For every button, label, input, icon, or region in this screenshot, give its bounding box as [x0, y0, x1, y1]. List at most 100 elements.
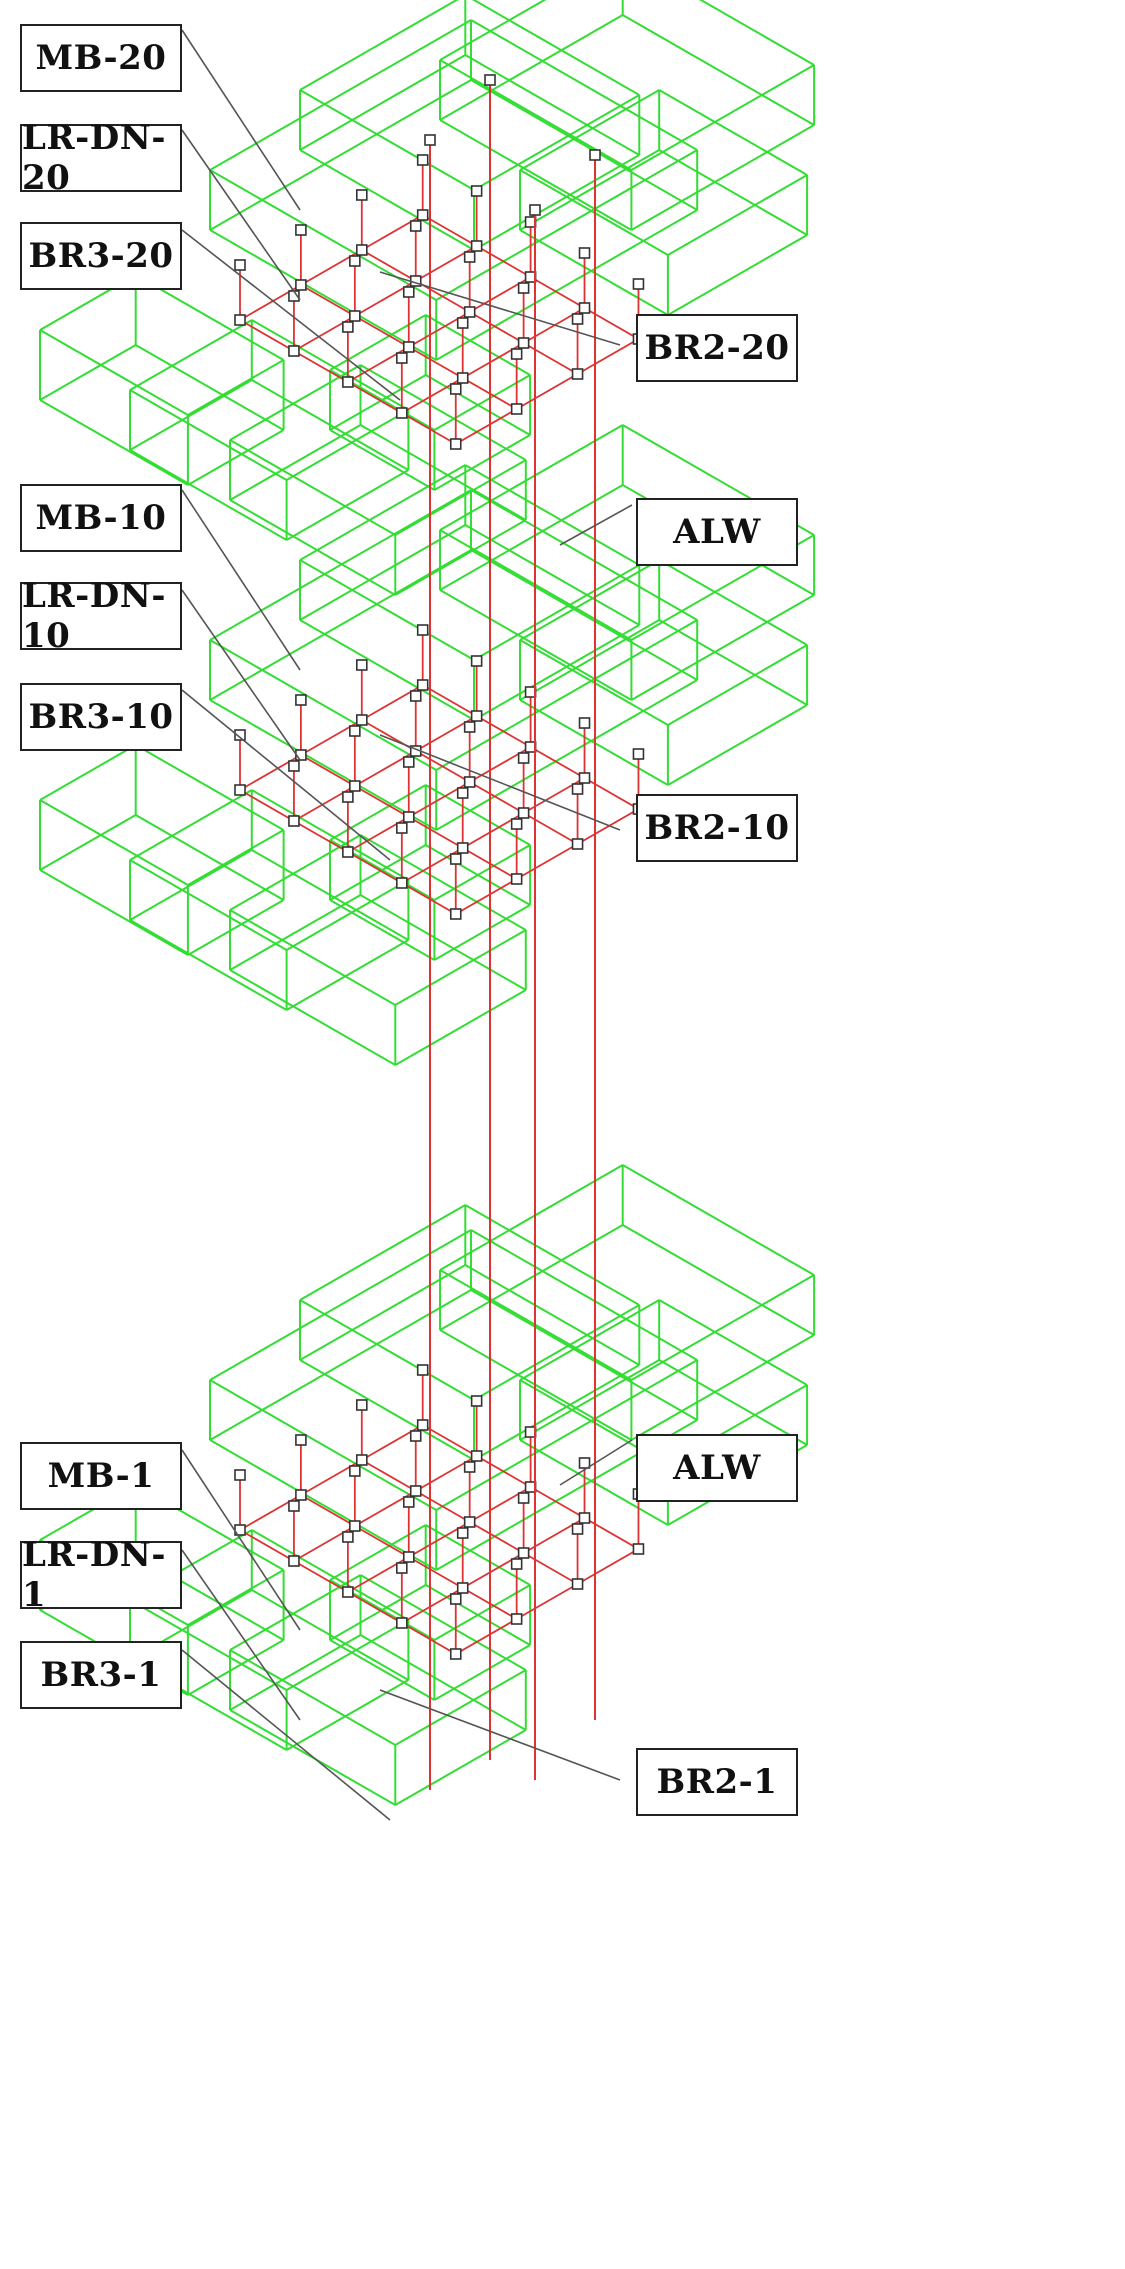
sensor-node: [578, 1457, 591, 1469]
room-box: [470, 19, 698, 151]
sensor-node: [470, 240, 483, 252]
sensor-node: [355, 714, 368, 726]
label-br2-10: BR2-10: [636, 794, 798, 862]
sensor-node: [510, 818, 523, 830]
sensor-node: [349, 1520, 361, 1532]
sensor-node: [409, 1430, 422, 1442]
room-box: [435, 209, 698, 361]
room-box: [299, 524, 466, 621]
leader-line: [181, 489, 301, 671]
room-box: [658, 1299, 808, 1386]
sensor-link: [408, 346, 464, 379]
room-box: [519, 699, 669, 786]
room-box: [425, 784, 531, 846]
sensor-node: [571, 783, 584, 795]
sensor-link: [354, 315, 410, 348]
room-box: [473, 1364, 640, 1461]
sensor-node: [355, 659, 368, 671]
sensor-node: [288, 1555, 300, 1567]
room-box: [187, 1569, 285, 1626]
room-box: [39, 329, 189, 416]
sensor-link: [584, 307, 639, 340]
sensor-node: [295, 1489, 307, 1501]
room-box: [519, 639, 669, 726]
sensor-node: [295, 279, 307, 291]
sensor-link: [354, 1525, 410, 1558]
room-box: [129, 859, 288, 951]
sensor-node: [632, 1543, 645, 1555]
sensor-node: [234, 784, 246, 796]
room-box: [229, 894, 361, 971]
room-box: [519, 559, 660, 641]
sensor-link: [239, 1529, 295, 1562]
room-box: [425, 314, 531, 376]
sensor-link: [476, 1455, 532, 1488]
room-box: [519, 1439, 669, 1526]
room-box: [622, 1224, 815, 1336]
sensor-link: [577, 338, 639, 375]
sensor-node: [295, 1434, 307, 1446]
leader-line: [559, 504, 633, 546]
room-box: [286, 409, 409, 481]
room-box: [470, 79, 698, 211]
sensor-node: [342, 846, 354, 858]
sensor-link: [523, 812, 579, 845]
sensor-node: [402, 341, 415, 353]
room-box: [630, 594, 815, 701]
sensor-link: [530, 1486, 585, 1519]
room-box: [394, 459, 527, 536]
sensor-node: [510, 403, 523, 415]
leader-line: [559, 1439, 633, 1486]
sensor-link: [361, 249, 417, 282]
sensor-node: [470, 1395, 483, 1407]
sensor-node: [517, 752, 530, 764]
sensor-node: [349, 1465, 361, 1477]
leader-line: [181, 29, 301, 211]
sensor-node: [517, 1492, 530, 1504]
sensor-node: [349, 725, 361, 737]
room-box: [658, 559, 808, 646]
room-box: [129, 379, 253, 451]
leader-line: [181, 229, 401, 401]
sensor-link: [293, 350, 349, 383]
sensor-node: [416, 679, 429, 691]
room-box: [433, 374, 531, 431]
room-box: [229, 969, 396, 1066]
room-box: [329, 784, 427, 841]
room-box: [435, 619, 698, 771]
room-box: [464, 54, 640, 156]
room-box: [667, 644, 808, 726]
room-box: [286, 1619, 409, 1691]
room-box: [39, 814, 137, 871]
sensor-link: [422, 684, 478, 717]
room-box: [329, 429, 435, 491]
sensor-node: [355, 244, 368, 256]
room-box: [658, 149, 808, 236]
sensor-node: [342, 376, 354, 388]
sensor-link: [530, 746, 585, 779]
sensor-node: [510, 873, 523, 885]
room-box: [286, 939, 409, 1011]
sensor-node: [517, 337, 530, 349]
sensor-link: [523, 1552, 579, 1585]
sensor-link: [455, 878, 518, 915]
sensor-node: [589, 149, 601, 161]
sensor-link: [455, 408, 518, 445]
sensor-node: [416, 209, 429, 221]
sensor-link: [415, 1490, 471, 1523]
sensor-node: [510, 1613, 523, 1625]
room-box: [394, 519, 527, 596]
leader-line: [379, 1689, 621, 1781]
room-box: [39, 744, 137, 801]
sensor-node: [510, 1558, 523, 1570]
room-box: [473, 94, 640, 191]
sensor-node: [402, 1496, 415, 1508]
sensor-link: [300, 754, 356, 787]
room-box: [299, 89, 475, 191]
sensor-node: [578, 302, 591, 314]
room-box: [471, 0, 640, 96]
room-box: [39, 344, 137, 401]
sensor-node: [288, 345, 300, 357]
sensor-node: [571, 1578, 584, 1590]
